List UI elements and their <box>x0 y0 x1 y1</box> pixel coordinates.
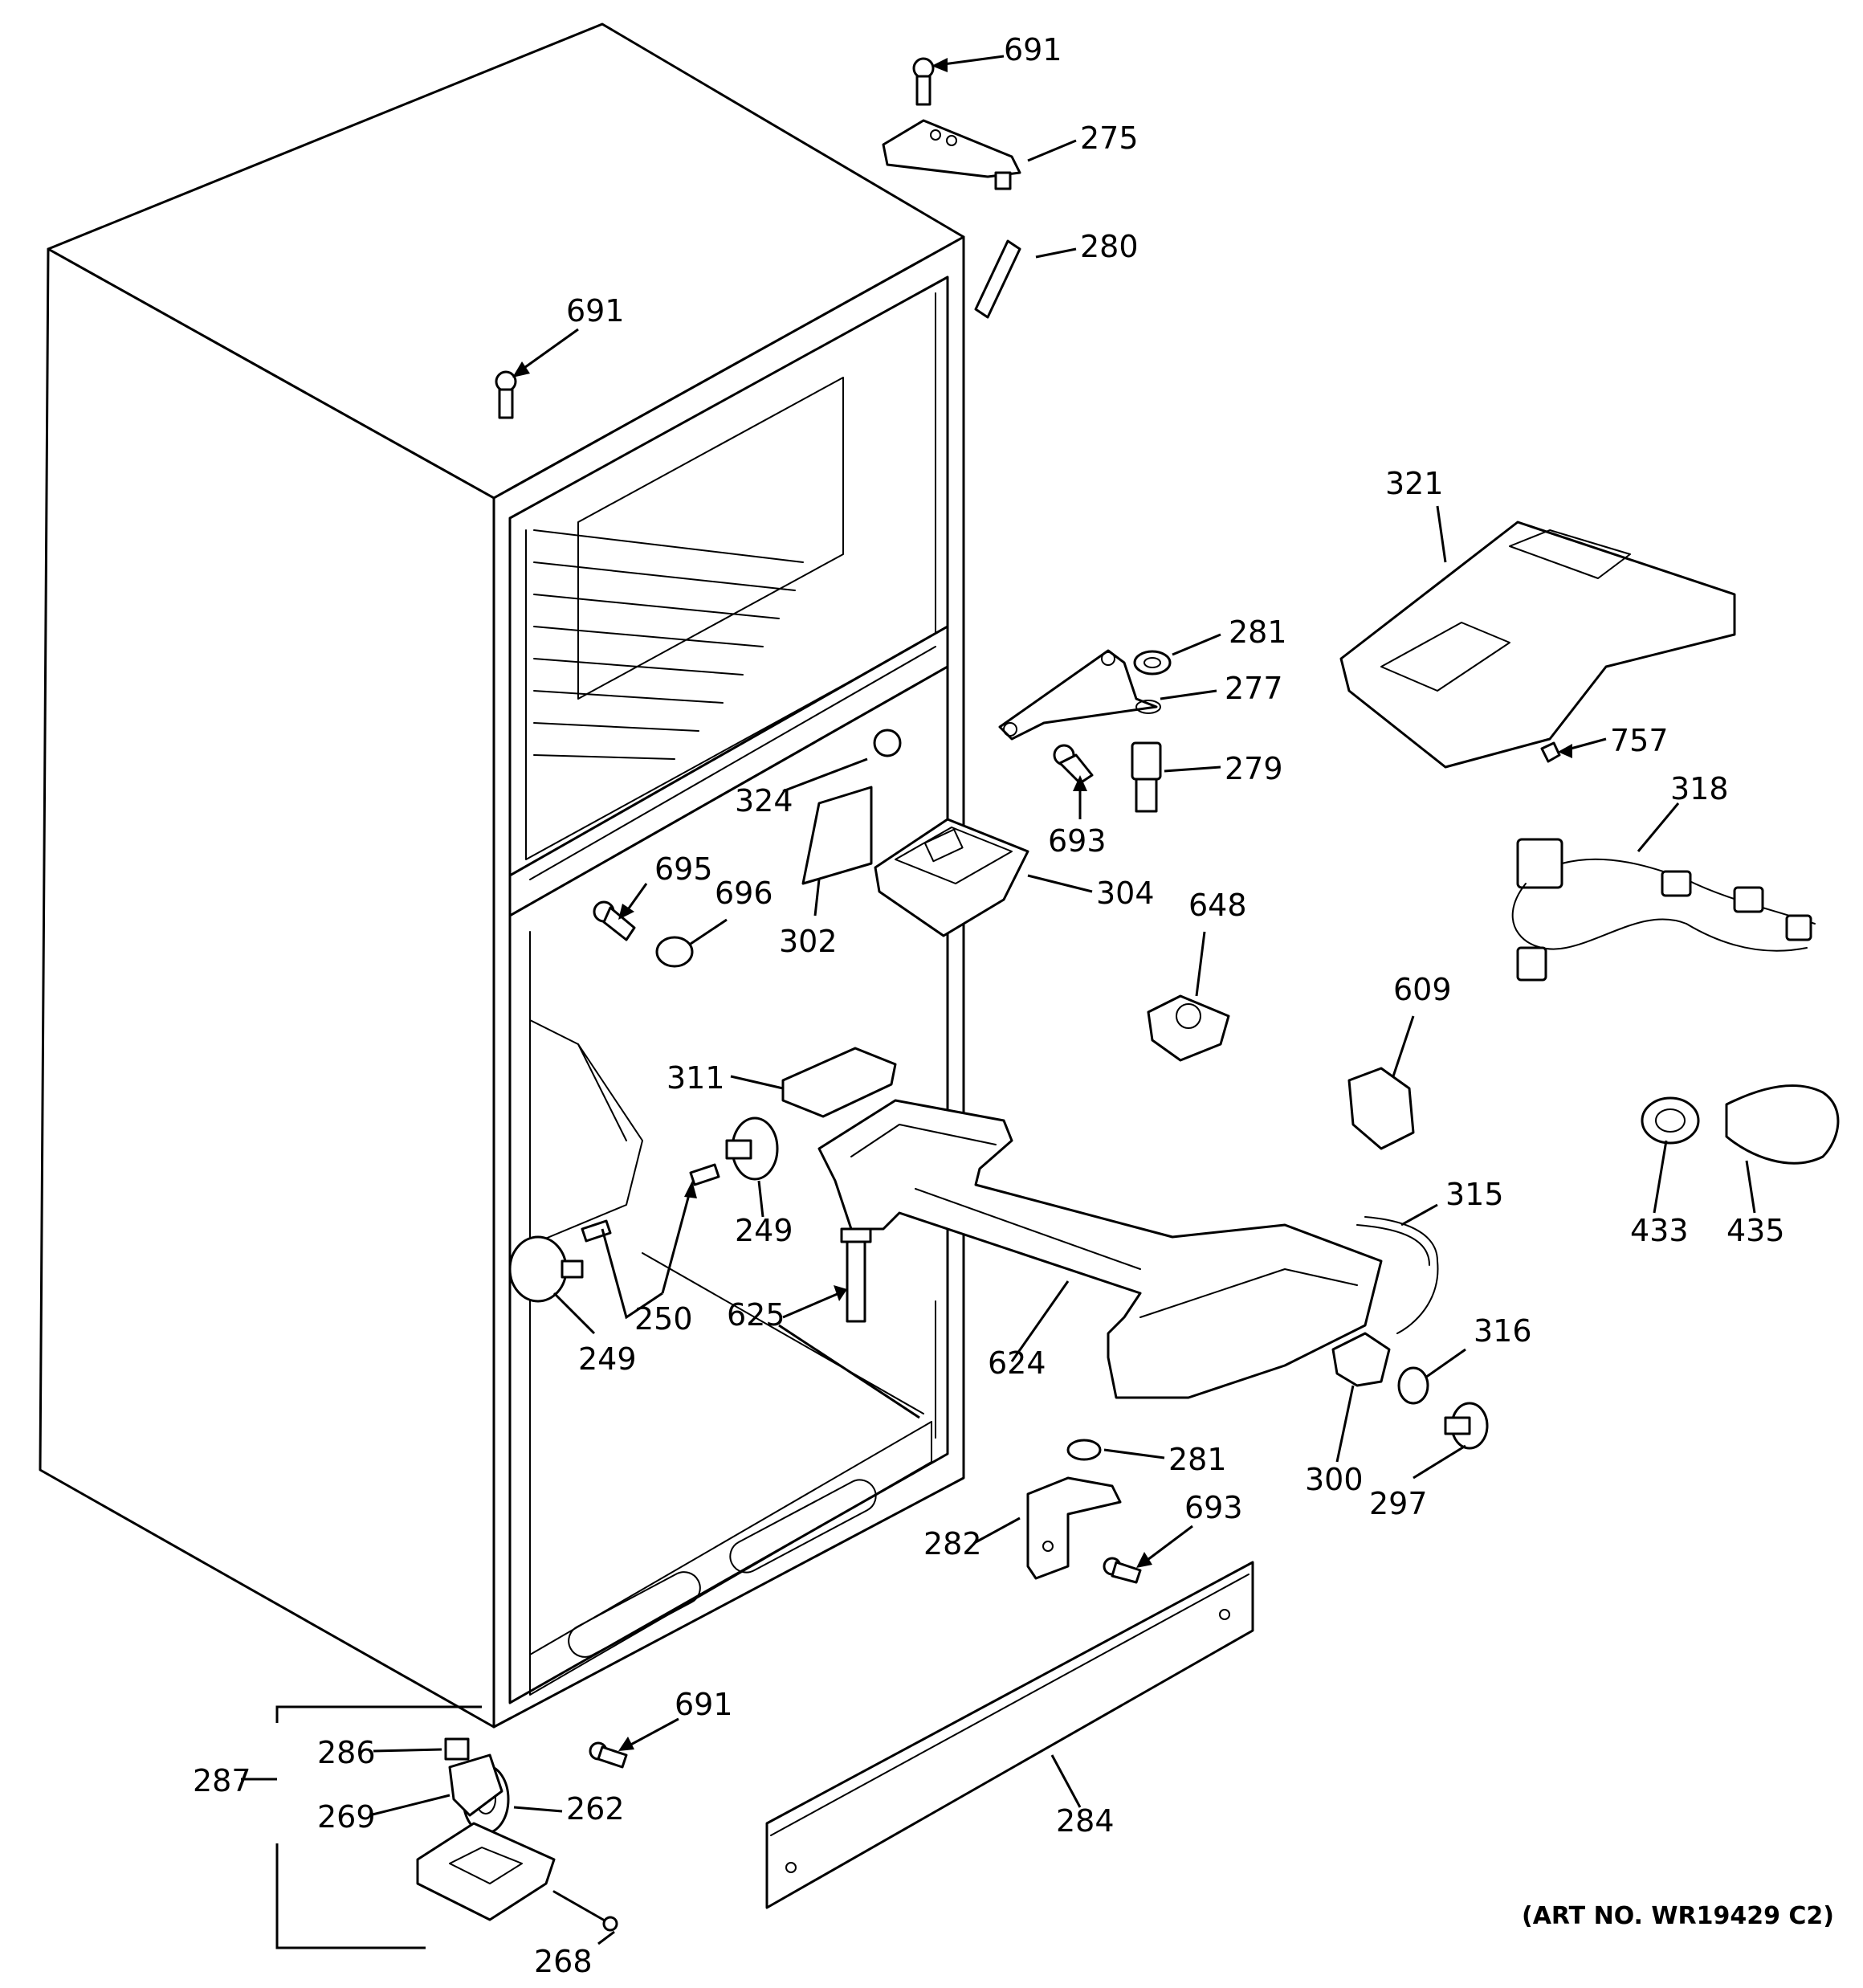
callout-691: 691 <box>1004 32 1062 67</box>
cover-321 <box>1339 520 1736 769</box>
callout-757: 757 <box>1610 723 1669 758</box>
callout-311: 311 <box>667 1060 725 1096</box>
callout-282: 282 <box>923 1526 982 1561</box>
bottom-hinge-282 <box>1026 1476 1122 1580</box>
callout-693: 693 <box>1184 1490 1243 1525</box>
wire-harness-318 <box>1511 838 1816 982</box>
callout-268: 268 <box>534 1944 593 1979</box>
relay-648 <box>1147 994 1230 1062</box>
screw-695 <box>593 900 636 941</box>
art-number: (ART NO. WR19429 C2) <box>1522 1902 1834 1930</box>
washer-281-top <box>1133 650 1172 676</box>
control-box-304 <box>874 818 1029 937</box>
screw-691-bottom <box>589 1741 628 1769</box>
callout-435: 435 <box>1726 1213 1785 1248</box>
hinge-pin-279 <box>1131 741 1162 813</box>
callout-249: 249 <box>578 1341 637 1377</box>
roller-bracket-269 <box>448 1753 503 1817</box>
control-housing-624 <box>817 1099 1383 1399</box>
callout-648: 648 <box>1188 888 1247 923</box>
knob-249-right <box>725 1116 779 1181</box>
screw-693-bottom <box>1103 1557 1142 1584</box>
center-hinge-277 <box>998 649 1161 741</box>
bracket-311 <box>781 1047 897 1118</box>
callout-315: 315 <box>1445 1177 1504 1212</box>
thermostat-300 <box>1331 1332 1391 1387</box>
callout-250: 250 <box>634 1301 693 1337</box>
callout-280: 280 <box>1080 229 1139 264</box>
bolt-625 <box>840 1227 872 1323</box>
callout-691: 691 <box>675 1687 733 1722</box>
callout-625: 625 <box>727 1297 785 1333</box>
screw-693-top <box>1053 744 1094 785</box>
screw-691-top <box>912 57 935 106</box>
callout-318: 318 <box>1670 771 1729 806</box>
callout-281: 281 <box>1168 1442 1227 1477</box>
callout-324: 324 <box>735 783 793 818</box>
callout-624: 624 <box>988 1345 1046 1381</box>
switch-609 <box>1347 1067 1415 1150</box>
shaft-316 <box>1397 1366 1429 1405</box>
callout-labels: 691 275 280 691 321 281 277 757 279 693 … <box>193 32 1785 1979</box>
callout-297: 297 <box>1369 1486 1428 1521</box>
callout-693: 693 <box>1048 823 1107 859</box>
clip-286 <box>444 1737 470 1761</box>
callout-249: 249 <box>735 1213 793 1248</box>
leader-lines <box>241 55 1756 1949</box>
washer-281-bottom <box>1066 1439 1102 1461</box>
callout-275: 275 <box>1080 120 1139 156</box>
callout-302: 302 <box>779 924 838 959</box>
hinge-cover-280 <box>974 239 1021 319</box>
cap-696 <box>655 936 694 968</box>
callout-695: 695 <box>654 851 713 887</box>
screw-250-a <box>689 1163 720 1186</box>
callout-609: 609 <box>1393 972 1452 1007</box>
clip-757 <box>1540 741 1561 763</box>
callout-691: 691 <box>566 293 625 329</box>
callout-321: 321 <box>1385 466 1444 501</box>
sensor-315 <box>1356 1216 1439 1334</box>
plug-324 <box>873 729 902 757</box>
screw-691-left <box>495 370 517 419</box>
callout-281: 281 <box>1229 614 1287 650</box>
leveling-plate <box>416 1822 556 1921</box>
callout-284: 284 <box>1056 1803 1115 1839</box>
base-grille-284 <box>765 1561 1254 1909</box>
freezer-ribs <box>533 529 804 760</box>
callout-696: 696 <box>715 876 773 911</box>
knob-249-left <box>508 1235 584 1303</box>
callout-277: 277 <box>1225 671 1283 706</box>
callout-316: 316 <box>1474 1313 1532 1349</box>
callout-262: 262 <box>566 1791 625 1827</box>
bolt-268 <box>552 1890 618 1932</box>
knob-297 <box>1444 1402 1489 1450</box>
callout-279: 279 <box>1225 751 1283 786</box>
screw-250-b <box>581 1219 612 1243</box>
callout-304: 304 <box>1096 876 1155 911</box>
callout-300: 300 <box>1305 1462 1364 1497</box>
callout-433: 433 <box>1630 1213 1689 1248</box>
refrigerator-cabinet <box>39 22 965 1729</box>
panel-302 <box>801 786 873 885</box>
callout-287: 287 <box>193 1763 251 1798</box>
light-bulb-435 <box>1725 1084 1840 1165</box>
top-hinge-275 <box>882 119 1021 190</box>
callout-286: 286 <box>317 1735 376 1770</box>
lamp-socket-433 <box>1641 1096 1700 1145</box>
callout-269: 269 <box>317 1799 376 1835</box>
